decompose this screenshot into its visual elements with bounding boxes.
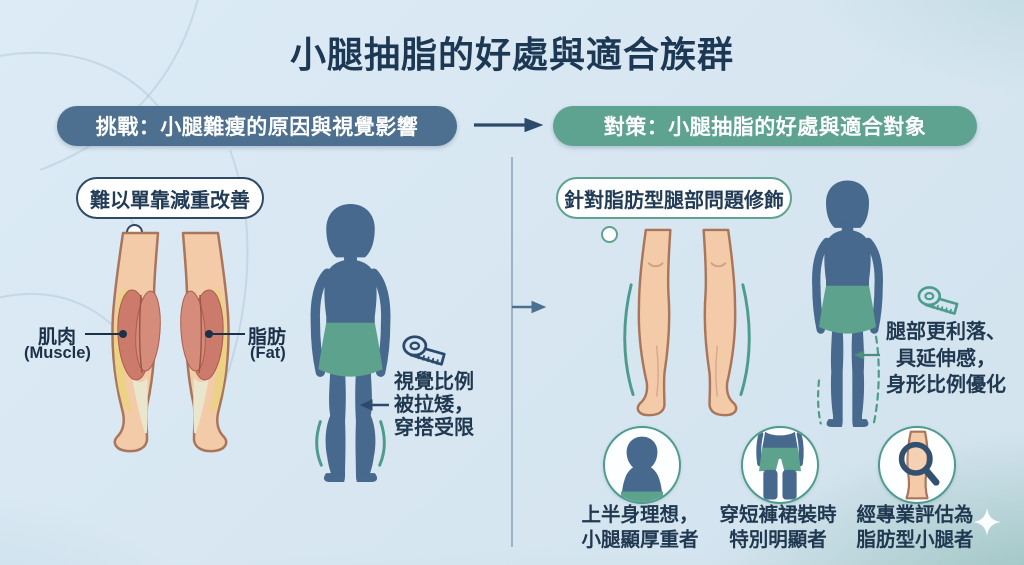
left-slim-leg	[636, 228, 672, 417]
magnifier-calf-icon	[898, 430, 940, 500]
measuring-tape-icon	[402, 335, 446, 366]
caption-line: 腿部更利落、	[886, 321, 1006, 343]
calf-anatomy-illustration	[111, 231, 230, 453]
right-arrow-icon	[474, 118, 544, 132]
slim-legs-illustration	[623, 228, 751, 417]
upper-body-woman-icon	[621, 436, 663, 502]
caption-line: 脂肪型小腿者	[856, 528, 974, 551]
thought-tail-dot	[601, 226, 618, 243]
sparkle-icon	[973, 508, 1001, 536]
fat-label-en: (Fat)	[250, 344, 286, 362]
challenge-thought-bubble: 難以單靠減重改善	[76, 177, 264, 219]
benefit-caption: 腿部更利落、 具延伸感， 身形比例優化	[870, 319, 1022, 399]
caption-line: 上半身理想，	[581, 504, 699, 526]
caption-line: 視覺比例	[394, 371, 474, 393]
solution-thought-bubble: 針對脂肪型腿部問題修飾	[556, 177, 792, 219]
right-calf	[180, 231, 230, 453]
page-title: 小腿抽脂的好處與適合族群	[289, 34, 734, 75]
muscle-pointer-line	[85, 330, 127, 338]
caption-line: 穿搭受限	[394, 417, 474, 439]
woman-figure-slim-calves	[812, 180, 883, 427]
challenge-bubble-text: 難以單靠減重改善	[90, 189, 250, 212]
woman-figure-thick-calves	[310, 203, 391, 482]
visual-impact-caption: 視覺比例 被拉矮， 穿搭受限	[394, 371, 504, 440]
caption-line: 小腿顯厚重者	[581, 528, 699, 551]
thick-legs	[323, 372, 378, 482]
caption-line: 特別明顯者	[729, 528, 827, 551]
candidate-badge-upper-body	[603, 426, 681, 504]
slim-legs	[826, 329, 869, 427]
caption-line: 具延伸感，	[896, 347, 996, 370]
candidate-caption: 上半身理想， 小腿顯厚重者	[570, 503, 710, 552]
caption-line: 穿短褲裙裝時	[719, 504, 837, 526]
candidate-caption: 穿短褲裙裝時 特別明顯者	[708, 503, 848, 552]
section-divider	[511, 157, 513, 547]
fat-label: 脂肪	[248, 327, 287, 348]
caption-line: 身形比例優化	[886, 374, 1006, 396]
caption-line: 經專業評估為	[856, 504, 974, 526]
left-calf	[111, 231, 161, 453]
caption-line: 被拉矮，	[394, 394, 474, 416]
solution-header: 對策：小腿抽脂的好處與適合對象	[553, 106, 977, 146]
muscle-label-en: (Muscle)	[24, 344, 91, 362]
candidate-badge-shorts	[741, 426, 819, 504]
shorts-outfit-icon	[756, 431, 804, 500]
fat-pointer-line	[205, 330, 245, 338]
candidate-badge-assessment	[878, 426, 956, 504]
candidate-caption: 經專業評估為 脂肪型小腿者	[845, 503, 985, 552]
left-arrow-icon	[853, 350, 881, 360]
challenge-header: 挑戰：小腿難瘦的原因與視覺影響	[57, 106, 457, 146]
divider-right-arrow-icon	[512, 300, 546, 314]
right-slim-leg	[702, 228, 738, 417]
measuring-tape-icon	[917, 286, 959, 315]
solution-bubble-text: 針對脂肪型腿部問題修飾	[564, 189, 784, 212]
muscle-label: 肌肉	[38, 327, 77, 348]
left-arrow-icon	[360, 399, 389, 411]
